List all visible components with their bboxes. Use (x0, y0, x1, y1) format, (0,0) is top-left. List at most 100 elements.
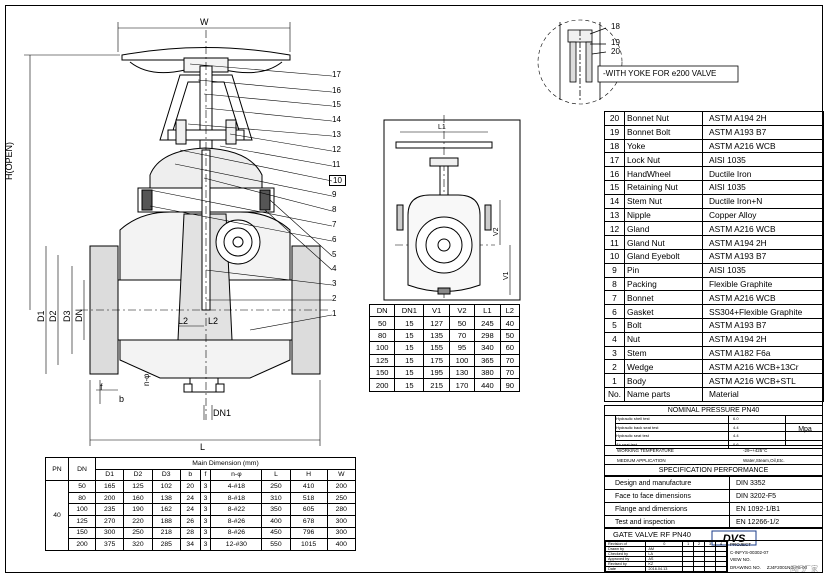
title-block-name: GATE VALVE RF PN40 (604, 527, 823, 541)
bom-material: Copper Alloy (702, 207, 824, 223)
main-cell: 4-#18 (210, 480, 263, 493)
main-header-pn: PN (45, 456, 69, 482)
dims-cell: 195 (423, 365, 450, 380)
dim-dn1: DN1 (213, 408, 232, 418)
dims-cell: 80 (368, 328, 396, 343)
bom-no: 9 (604, 262, 625, 278)
dims-cell: 298 (474, 328, 501, 343)
bom-material: SS304+Flexible Graphite (702, 304, 824, 319)
dims-cell: 15 (394, 365, 425, 380)
main-cell: 1015 (289, 538, 328, 551)
test-value: 0.6 (728, 440, 781, 448)
main-cell: 34 (179, 538, 201, 551)
main-cell: 280 (326, 503, 357, 516)
dims-cell: 365 (474, 353, 501, 367)
main-cell: 678 (289, 514, 328, 528)
main-cell: 190 (123, 503, 153, 516)
dims-cell: 40 (499, 316, 521, 330)
main-cell: 270 (94, 514, 125, 528)
bom-header-material: Material (702, 386, 824, 402)
main-cell: 125 (68, 514, 96, 528)
rev-empty (682, 566, 695, 572)
bom-no: 20 (604, 111, 625, 126)
dims-cell: 15 (394, 341, 425, 355)
callout-20: 20 (611, 47, 620, 56)
test-name: Hydraulic shell test (616, 416, 650, 421)
dims-header-cell: L1 (474, 303, 501, 318)
bom-header-name: Name parts (624, 386, 703, 402)
pressure-block: NOMINAL PRESSURE PN40 Hydraulic shell te… (604, 405, 823, 465)
dims-cell: 70 (448, 328, 476, 343)
dims-cell: 70 (499, 365, 521, 380)
main-cell: 12-#30 (210, 538, 263, 551)
bom-no: 6 (604, 304, 625, 319)
main-header-cell: D3 (151, 468, 181, 482)
temp-label: WORKING TEMPERATURE (617, 448, 674, 453)
leader-label: 3 (332, 279, 337, 288)
main-cell: 450 (261, 526, 291, 540)
temp-value: -29~+425°C (743, 448, 768, 453)
bom-part-name: Body (624, 373, 703, 388)
bom-material: AISI 1035 (702, 262, 824, 278)
main-cell: 24 (179, 503, 201, 516)
main-header-cell: D1 (94, 468, 125, 482)
dim-d1: D1 (36, 310, 46, 322)
main-cell: 24 (179, 491, 201, 505)
main-header-group: Main Dimension (mm) (95, 457, 356, 470)
spec-name: Flange and dimensions (604, 502, 730, 516)
bom-part-name: Packing (624, 276, 703, 292)
leader-label: 14 (332, 115, 341, 124)
bom-material: ASTM A194 2H (702, 111, 824, 126)
bom-material: ASTM A193 B7 (702, 124, 824, 140)
dims-cell: 70 (499, 353, 521, 367)
dims-cell: 15 (394, 378, 425, 392)
dims-cell: 135 (423, 328, 450, 343)
medium-value: Water,Steam,Oil,Etc. (743, 458, 785, 463)
callout-18: 18 (611, 22, 620, 31)
rev-label: Date (604, 566, 647, 572)
dim-w: W (200, 17, 209, 27)
bom-part-name: Lock Nut (624, 152, 703, 168)
main-cell: 400 (261, 514, 291, 528)
dims-cell: 127 (423, 316, 450, 330)
spec-value: DIN 3202-F5 (729, 489, 823, 503)
bom-header-no: No. (604, 386, 625, 402)
bom-material: ASTM A182 F6a (702, 345, 824, 361)
bom-material: ASTM A194 2H (702, 235, 824, 250)
leader-label: 4 (332, 264, 337, 273)
rev-value: 2016.04.13 (645, 566, 684, 572)
main-cell: 250 (261, 480, 291, 493)
watermark: 阀门厂家 (790, 566, 818, 573)
bom-part-name: Pin (624, 262, 703, 278)
spec-name: Face to face dimensions (604, 489, 730, 503)
bom-no: 5 (604, 317, 625, 333)
bom-material: ASTM A193 B7 (702, 317, 824, 333)
front-dimensions (24, 22, 321, 446)
leader-label: 13 (332, 130, 341, 139)
bom-part-name: Gland Eyebolt (624, 248, 703, 264)
dims-cell: 380 (474, 365, 501, 380)
dims-cell: 155 (423, 341, 450, 355)
